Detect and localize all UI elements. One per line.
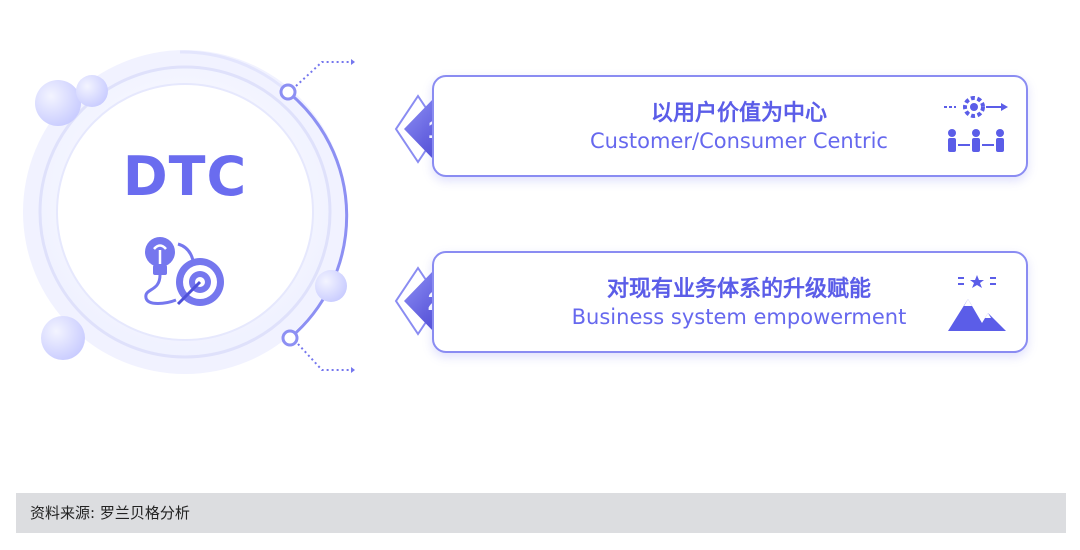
item-card-2: 对现有业务体系的升级赋能 Business system empowerment	[432, 251, 1028, 353]
decorative-circles	[23, 50, 355, 374]
item-2-title-en: Business system empowerment	[571, 305, 907, 329]
item-card-1: 以用户价值为中心 Customer/Consumer Centric	[432, 75, 1028, 177]
diagram: DTC 1 以用户价值为中心 Customer/Consumer Centric	[23, 50, 1028, 374]
dtc-title: DTC	[122, 145, 248, 208]
mountain-stars-icon	[948, 275, 1006, 331]
source-note: 资料来源: 罗兰贝格分析	[16, 493, 1066, 533]
gear-people-icon	[944, 96, 1008, 152]
item-1-title-en: Customer/Consumer Centric	[590, 129, 888, 153]
lightbulb-target-icon	[144, 237, 224, 306]
item-1-title-zh: 以用户价值为中心	[650, 101, 827, 126]
item-2-title-zh: 对现有业务体系的升级赋能	[606, 277, 871, 302]
